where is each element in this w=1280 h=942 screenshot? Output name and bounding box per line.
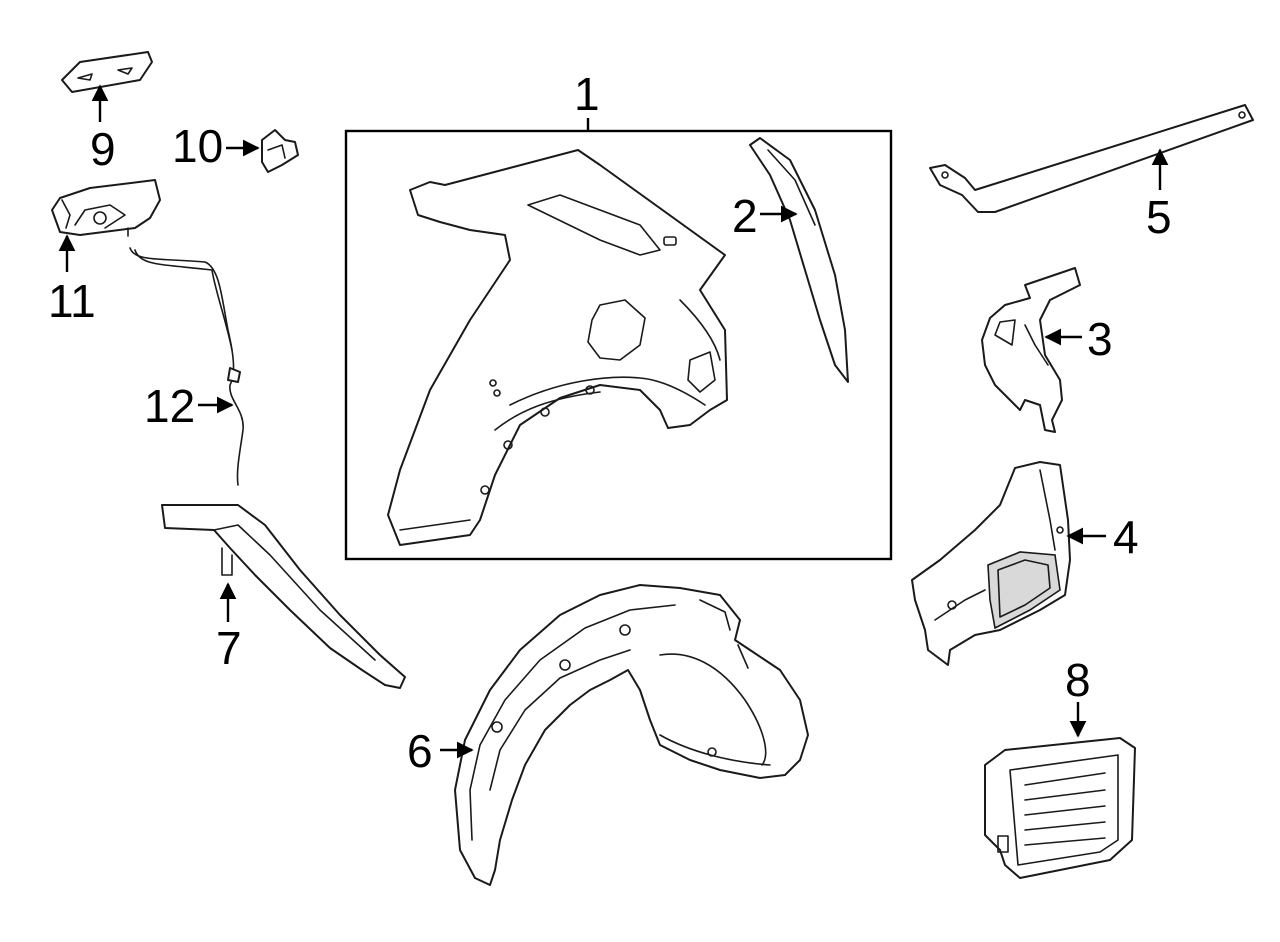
callout-8: 8 [1065,654,1091,738]
part-5-brace-rod [929,104,1254,213]
part-4-inner-panel [911,461,1071,666]
callout-12-label: 12 [144,380,195,432]
callout-2: 2 [732,190,798,242]
callout-11-label: 11 [48,275,96,327]
callout-6-label: 6 [407,725,433,777]
part-10-clip [261,129,299,173]
callout-9-label: 9 [90,123,116,175]
callout-1: 1 [574,68,600,131]
callout-5: 5 [1146,148,1172,243]
callout-11: 11 [48,234,96,327]
part-12-release-cable [129,247,244,486]
callout-2-label: 2 [732,190,758,242]
part-6-wheelhouse-liner [454,584,809,886]
callout-10-label: 10 [172,120,223,172]
part-11-filler-housing [51,179,161,237]
part-2-pillar-strip [749,137,849,383]
part-9-pad [61,51,153,93]
callout-10: 10 [172,120,260,172]
callout-1-label: 1 [574,68,600,120]
callout-8-label: 8 [1065,654,1091,706]
callout-9: 9 [90,84,116,175]
callout-3-label: 3 [1087,313,1113,365]
callout-6: 6 [407,725,474,777]
part-1-quarter-panel [387,149,728,546]
callout-4-label: 4 [1113,511,1139,563]
callout-12: 12 [144,380,234,432]
callout-3: 3 [1044,313,1113,365]
part-8-fuel-door [984,737,1136,879]
callout-7-label: 7 [216,622,242,674]
quarter-panel-group-box [344,129,893,561]
callout-7: 7 [216,582,242,674]
part-3-inner-bracket [981,267,1081,433]
callout-5-label: 5 [1146,191,1172,243]
callout-4: 4 [1066,511,1139,563]
part-7-extension-trim [161,504,406,689]
